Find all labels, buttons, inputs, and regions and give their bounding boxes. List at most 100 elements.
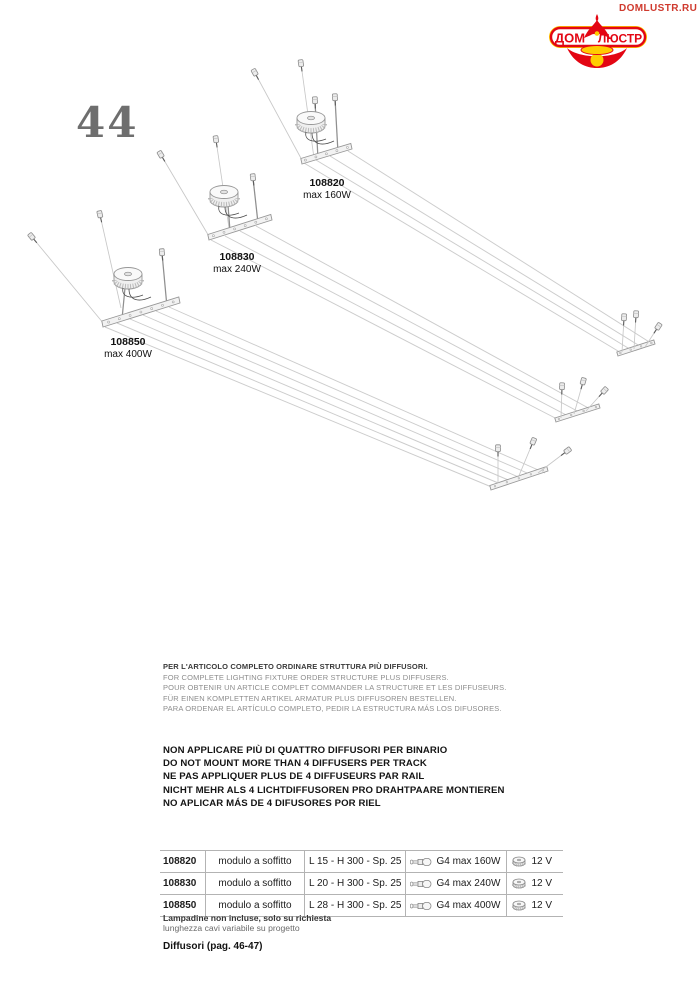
rail-hole <box>629 348 632 351</box>
drum-ribs <box>208 197 240 207</box>
ceiling-fixing <box>621 313 627 326</box>
fixing-body <box>579 377 587 386</box>
product-max-power: max 400W <box>104 349 152 360</box>
rail-hole <box>582 409 585 413</box>
fixing-groove <box>250 175 256 177</box>
rail-hole <box>570 413 573 417</box>
span-cable <box>315 159 634 352</box>
technical-drawing-canvas <box>27 59 663 491</box>
fixing-body <box>312 96 318 105</box>
rail-hole <box>161 303 164 307</box>
drum-wire <box>311 132 335 145</box>
fixing-groove <box>97 212 103 215</box>
ceiling-fixing <box>495 444 501 457</box>
lamp-spec-cell: G4 max 400W <box>405 894 507 917</box>
guy-cable <box>254 72 304 163</box>
logo-ball-icon <box>590 53 604 67</box>
suspension-rod <box>121 287 126 320</box>
module-type-cell: modulo a soffitto <box>205 872 305 895</box>
rail-hole <box>346 146 349 149</box>
fixing-groove <box>603 387 608 392</box>
logo-plate-shape <box>580 45 614 55</box>
diagram-label-108850: 108850 max 400W <box>82 336 174 361</box>
fixing-stem <box>580 384 583 390</box>
fixing-stem <box>100 217 103 223</box>
span-cable <box>129 318 514 483</box>
guy-cable <box>160 154 211 239</box>
cable-length-note: lunghezza cavi variabile su progetto <box>163 923 300 933</box>
fixing-body <box>297 59 304 68</box>
fixing-stem <box>653 328 658 334</box>
warning-line-it: NON APPLICARE PIÙ DI QUATTRO DIFFUSORI P… <box>163 745 448 756</box>
rail-hole <box>314 155 318 159</box>
product-code: 108850 <box>110 336 146 348</box>
fixing-body <box>249 173 256 182</box>
product-code-cell: 108830 <box>160 872 206 895</box>
voltage-text: 12 V <box>531 878 553 889</box>
span-cable <box>168 306 546 474</box>
fixing-stem <box>33 238 38 244</box>
rail-hole <box>212 234 215 237</box>
product-code: 108820 <box>309 177 345 189</box>
span-cable <box>347 150 655 346</box>
rail-hole <box>222 231 226 234</box>
table-row: 108850 modulo a soffitto L 28 - H 300 - … <box>160 894 564 917</box>
voltage-text: 12 V <box>531 856 553 867</box>
fixing-body <box>250 68 259 77</box>
lamp-spec-text: G4 max 240W <box>436 878 501 889</box>
chandelier-logo-icon: ДОМ ЛЮСТР <box>549 14 647 68</box>
fixing-groove <box>28 234 34 238</box>
fixing-body <box>96 210 104 219</box>
span-cable <box>116 322 504 486</box>
ordering-note-line-it: PER L'ARTICOLO COMPLETO ORDINARE STRUTTU… <box>163 662 428 671</box>
fixing-stem <box>598 392 603 397</box>
ceiling-fixing <box>96 210 104 223</box>
drum-wire <box>224 206 248 219</box>
end-bracket <box>616 339 656 357</box>
diagram-108830-drawing <box>156 135 609 423</box>
rail-hole <box>118 317 121 321</box>
suspension-rod <box>252 177 259 224</box>
fixing-groove <box>298 61 304 64</box>
product-code: 108830 <box>219 251 255 263</box>
drum-hole <box>307 115 315 121</box>
dimensions-cell: L 28 - H 300 - Sp. 25 <box>303 894 406 917</box>
rail-hole <box>243 224 247 227</box>
drum-wire <box>218 205 240 216</box>
rail-hole <box>619 351 622 355</box>
guy-cable <box>215 139 230 229</box>
product-max-power: max 240W <box>213 264 261 275</box>
rail-hole <box>304 158 307 162</box>
ceiling-fixing <box>529 437 537 450</box>
page-number: 44 <box>76 98 139 147</box>
voltage-cell: 12 V <box>506 894 564 917</box>
ordering-note-line-en: FOR COMPLETE LIGHTING FIXTURE ORDER STRU… <box>163 672 449 682</box>
logo-chandelier-dot <box>594 31 600 36</box>
rail-hole <box>335 149 339 152</box>
voltage-cell: 12 V <box>506 872 564 895</box>
rail-hole <box>650 341 653 345</box>
voltage-text: 12 V <box>531 900 553 911</box>
fixing-stem <box>300 66 303 72</box>
span-cable <box>255 225 593 411</box>
transformer-drum <box>208 185 248 219</box>
span-cable <box>142 314 524 480</box>
suspension-rod <box>227 204 231 232</box>
dimensions-cell: L 20 - H 300 - Sp. 25 <box>303 872 406 895</box>
warning-line-es: NO APLICAR MÁS DE 4 DIFUSORES POR RIEL <box>163 797 381 809</box>
fixing-groove <box>656 324 662 328</box>
ceiling-fixing <box>332 93 338 106</box>
logo-chandelier-icon <box>584 14 610 38</box>
dom-lustr-logo: ДОМ ЛЮСТР <box>548 13 650 69</box>
transformer-12v-icon <box>512 856 527 867</box>
product-spec-table: 108820 modulo a soffitto L 15 - H 300 - … <box>160 850 564 917</box>
warning-line-de: NICHT MEHR ALS 4 LICHTDIFFUSOREN PRO DRA… <box>163 784 505 796</box>
module-type-cell: modulo a soffitto <box>205 850 305 873</box>
rail-hole <box>594 406 598 409</box>
rail-hole <box>557 417 561 421</box>
table-row: 108820 modulo a soffitto L 15 - H 300 - … <box>160 850 564 873</box>
rail-hole <box>139 310 143 314</box>
fixing-body <box>621 313 627 322</box>
rail-hole <box>265 217 268 221</box>
